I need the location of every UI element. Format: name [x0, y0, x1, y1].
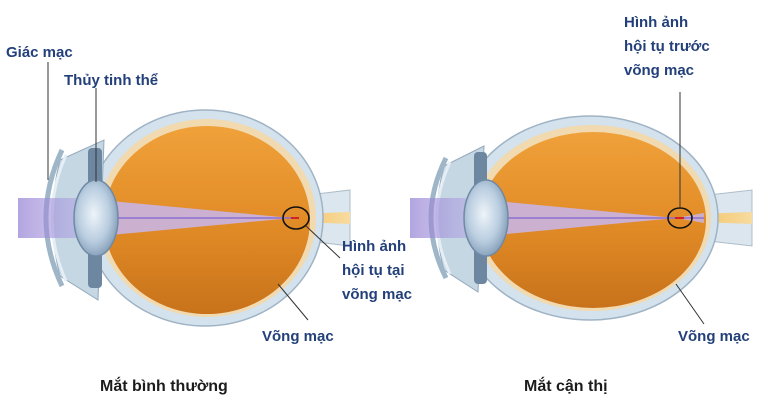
retina-label: Võng mạc — [678, 328, 750, 345]
focus-label-line-1: Hình ảnh — [624, 14, 688, 31]
normal-eye-caption: Mắt bình thường — [100, 376, 228, 395]
lens-label: Thủy tinh thể — [64, 72, 158, 89]
lens — [74, 180, 118, 256]
normal-eye: Giác mạc Thủy tinh thể Hình ảnh hội tụ t… — [6, 44, 412, 395]
cornea-label: Giác mạc — [6, 44, 73, 61]
focus-label-line-2: hội tụ tại — [342, 262, 405, 279]
focus-label-line-3: võng mạc — [624, 62, 694, 79]
focus-label-line-1: Hình ảnh — [342, 238, 406, 255]
lens — [464, 180, 508, 256]
myopic-eye-caption: Mắt cận thị — [524, 376, 608, 395]
retina-label: Võng mạc — [262, 328, 334, 345]
focus-label-line-2: hội tụ trước — [624, 38, 710, 55]
myopic-eye: Hình ảnh hội tụ trước võng mạc Võng mạc … — [410, 14, 752, 395]
retina-leader — [676, 284, 704, 324]
focus-label-line-3: võng mạc — [342, 286, 412, 303]
